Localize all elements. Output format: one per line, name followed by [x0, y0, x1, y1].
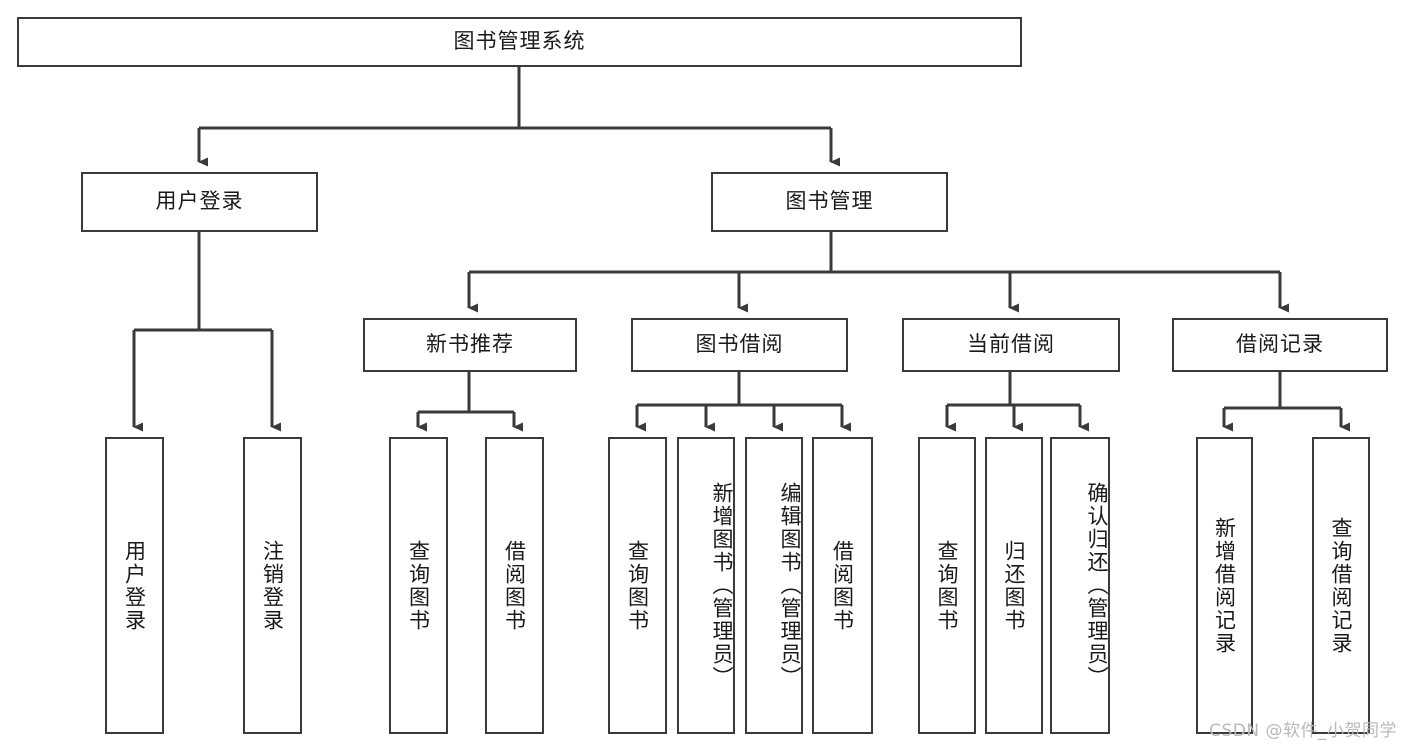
node-leaf-logout-login[interactable]: 注销登录: [243, 437, 302, 734]
node-leaf-edit-book-admin-label: 编辑图书（管理员）: [778, 482, 802, 689]
node-leaf-borrow-book-2[interactable]: 借阅图书: [812, 437, 873, 734]
node-leaf-return-book[interactable]: 归还图书: [985, 437, 1043, 734]
node-book-manage-label: 图书管理: [785, 189, 874, 214]
node-new-book-recommend[interactable]: 新书推荐: [363, 318, 577, 372]
node-book-manage[interactable]: 图书管理: [711, 172, 948, 232]
node-leaf-user-login-label: 用户登录: [122, 539, 147, 632]
node-leaf-confirm-return-admin-label: 确认归还（管理员）: [1085, 482, 1109, 689]
node-user-login[interactable]: 用户登录: [81, 172, 318, 232]
node-leaf-borrow-book-1-label: 借阅图书: [502, 539, 527, 632]
node-leaf-add-book-admin-label: 新增图书（管理员）: [710, 482, 734, 689]
node-leaf-return-book-label: 归还图书: [1002, 539, 1027, 632]
node-user-login-label: 用户登录: [155, 189, 244, 214]
node-leaf-add-borrow-record-label: 新增借阅记录: [1212, 516, 1237, 655]
node-book-borrow-label: 图书借阅: [695, 332, 784, 357]
node-leaf-query-book-3-label: 查询图书: [935, 539, 960, 632]
node-root-system[interactable]: 图书管理系统: [17, 17, 1022, 67]
node-leaf-query-book-3[interactable]: 查询图书: [918, 437, 976, 734]
node-leaf-query-book-2[interactable]: 查询图书: [608, 437, 667, 734]
node-leaf-edit-book-admin[interactable]: 编辑图书（管理员）: [745, 437, 803, 734]
node-leaf-add-borrow-record[interactable]: 新增借阅记录: [1196, 437, 1253, 734]
node-leaf-borrow-book-2-label: 借阅图书: [830, 539, 855, 632]
node-leaf-confirm-return-admin[interactable]: 确认归还（管理员）: [1050, 437, 1110, 734]
node-leaf-add-book-admin[interactable]: 新增图书（管理员）: [677, 437, 735, 734]
node-current-borrow-label: 当前借阅: [967, 332, 1055, 357]
node-root-system-label: 图书管理系统: [453, 29, 586, 54]
node-leaf-borrow-book-1[interactable]: 借阅图书: [485, 437, 544, 734]
node-borrow-record[interactable]: 借阅记录: [1172, 318, 1388, 372]
node-leaf-query-book-2-label: 查询图书: [625, 539, 650, 632]
node-leaf-logout-login-label: 注销登录: [260, 539, 285, 632]
node-leaf-query-book-1[interactable]: 查询图书: [389, 437, 448, 734]
node-current-borrow[interactable]: 当前借阅: [902, 318, 1120, 372]
node-leaf-query-book-1-label: 查询图书: [406, 539, 431, 632]
node-book-borrow[interactable]: 图书借阅: [631, 318, 848, 372]
node-leaf-query-borrow-record[interactable]: 查询借阅记录: [1312, 437, 1370, 734]
node-new-book-recommend-label: 新书推荐: [426, 332, 514, 357]
node-leaf-user-login[interactable]: 用户登录: [105, 437, 164, 734]
node-borrow-record-label: 借阅记录: [1236, 332, 1324, 357]
node-leaf-query-borrow-record-label: 查询借阅记录: [1329, 516, 1354, 655]
